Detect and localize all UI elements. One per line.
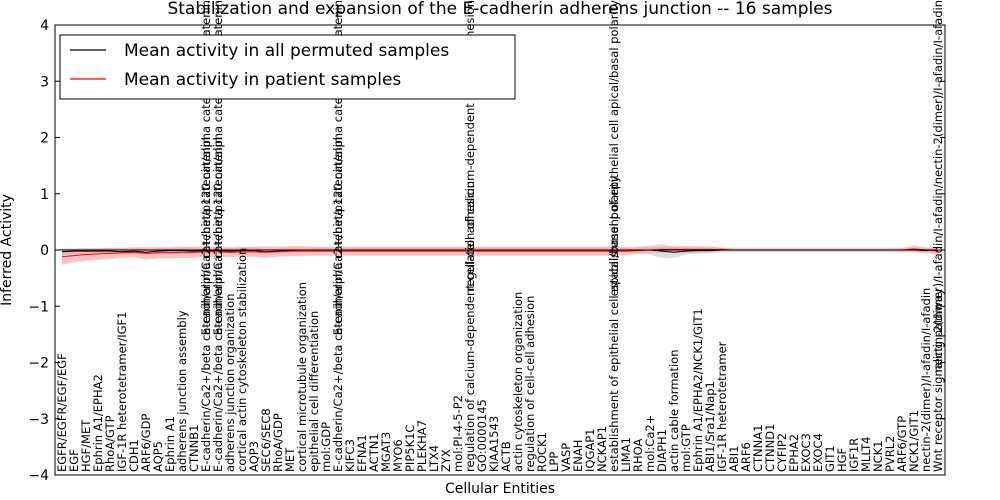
- x-tick-label: EFNA1: [355, 434, 369, 472]
- x-tick-label: ENAH: [571, 440, 585, 472]
- x-tick-label: EXOC4: [811, 433, 825, 472]
- y-tick-label: 2: [40, 131, 49, 147]
- x-tick-label: E-cadherin/Ca2+/beta catenin/alpha caten…: [331, 137, 345, 472]
- x-tick-label: Wnt receptor signaling pathway: [931, 288, 945, 472]
- x-tick-label: RhoA/GDP: [271, 413, 285, 472]
- x-tick-label: ACTB: [499, 441, 513, 472]
- x-tick-label: ROCK1: [535, 432, 549, 472]
- y-tick-label: −4: [28, 468, 49, 484]
- y-tick-label: −3: [28, 412, 49, 428]
- x-tick-label: mol:Ca2+: [643, 415, 657, 472]
- x-tick-label: RHOA: [631, 439, 645, 472]
- x-tick-label: establishment of epithelial cell apical/…: [607, 176, 621, 472]
- y-tick-label: 4: [40, 18, 49, 34]
- x-tick-label: actin cable formation: [667, 349, 681, 472]
- x-tick-label: RhoA/GTP: [103, 415, 117, 472]
- y-axis-label: Inferred Activity: [0, 194, 15, 306]
- x-tick-label: DIAPH1: [655, 429, 669, 472]
- x-tick-label: epithelial cell differentiation: [307, 311, 321, 472]
- x-tick-label: ABI1: [727, 446, 741, 472]
- x-tick-label: MYO6: [391, 439, 405, 472]
- x-tick-label: CDH1: [127, 439, 141, 472]
- x-tick-label: EPHA2: [787, 434, 801, 472]
- x-axis-label: Cellular Entities: [445, 481, 555, 497]
- x-tick-label: IGF1R: [847, 438, 861, 472]
- x-tick-label: actin cytoskeleton organization: [511, 292, 525, 472]
- x-tick-label: E-cadherin/Ca2+/beta catenin/alpha caten…: [211, 137, 225, 472]
- x-tick-label: ARF6/GTP: [895, 416, 909, 472]
- x-tick-label: PVRL2: [883, 435, 897, 472]
- x-tick-label: KIFC3: [343, 439, 357, 472]
- x-tick-label: adherens junction assembly: [175, 310, 189, 472]
- x-tick-label: EGF: [67, 449, 81, 472]
- x-tick-label: Ephrin A1/EPHA2/NCK1/GIT1: [691, 308, 705, 472]
- x-tick-label: regulation of calcium-dependent cell-cel…: [463, 181, 477, 472]
- x-tick-label: HGF: [835, 448, 849, 472]
- x-tick-label: VASP: [559, 443, 573, 472]
- legend-label-permuted: Mean activity in all permuted samples: [124, 41, 449, 61]
- x-tick-label: NCK1: [871, 441, 885, 473]
- x-tick-label: cortical microtubule organization: [295, 282, 309, 472]
- x-tick-label: IGF-1R heterotetramer/IGF1: [115, 312, 129, 472]
- x-tick-label: LIMA1: [619, 437, 633, 472]
- x-tick-label: mol:PI-4-5-P2: [451, 395, 465, 472]
- x-tick-label: AQP5: [151, 441, 165, 472]
- x-tick-label: nectin-2(dimer)/I-afadin/I-afadin: [919, 288, 933, 472]
- x-tick-label: CTNNA1: [751, 425, 765, 472]
- x-tick-label: CTNND1: [763, 424, 777, 472]
- y-tick-label: 1: [40, 187, 49, 203]
- x-tick-label: GO:0000145: [475, 399, 489, 472]
- x-tick-label: PIP5K1C: [403, 425, 417, 472]
- x-tick-label: LPP: [547, 452, 561, 472]
- x-tick-label: mol:GTP: [679, 424, 693, 472]
- x-tick-label: IQGAP1: [583, 429, 597, 472]
- x-tick-label: ZYX: [439, 449, 453, 472]
- legend-box: [59, 34, 516, 100]
- x-tick-label: HGF/MET: [79, 419, 93, 472]
- y-tick-label: −1: [28, 299, 49, 315]
- x-tick-label: cortical actin cytoskeleton stabilizatio…: [235, 248, 249, 472]
- x-tick-label-overflow: nectin-2(dimer)/I-afadin/I-afadin/nectin…: [931, 0, 945, 372]
- x-tick-label: KIAA1543: [487, 416, 501, 472]
- x-tick-label: ABI1/Sra1/Nap1: [703, 381, 717, 472]
- x-tick-label-overflow: establishment of epithelial cell apical/…: [607, 0, 621, 296]
- y-axis-ticks: 4 3 2 1 0 −1 −2 −3 −4: [28, 18, 945, 484]
- y-tick-label: 3: [40, 74, 49, 90]
- x-tick-label: CYFIP2: [775, 433, 789, 472]
- y-tick-label: −2: [28, 356, 49, 372]
- confidence-bands: [62, 244, 938, 265]
- x-tick-label: ARF6: [739, 442, 753, 472]
- x-tick-label: EXOC3: [799, 433, 813, 472]
- x-tick-label: AQP3: [247, 441, 261, 472]
- x-tick-label: EGFR/EGFR/EGF/EGF: [55, 353, 69, 472]
- x-tick-label: MGAT3: [379, 432, 393, 472]
- x-tick-label: regulation of cell-cell adhesion: [523, 296, 537, 472]
- x-tick-label: NCKAP1: [595, 426, 609, 472]
- x-tick-label: PLEKHA7: [415, 420, 429, 472]
- x-tick-label: GIT1: [823, 445, 837, 472]
- x-tick-label: Ephrin A1: [163, 416, 177, 472]
- x-tick-label: LTX4: [427, 445, 441, 472]
- x-tick-label: IGF-1R heterotetramer: [715, 341, 729, 472]
- x-tick-label: mol:GDP: [319, 422, 333, 472]
- legend: Mean activity in all permuted samples Me…: [59, 34, 516, 100]
- x-tick-label: NCK1/GIT1: [907, 410, 921, 472]
- x-tick-label: SEC6/SEC8: [259, 408, 273, 472]
- x-tick-label: E-cadherin/Ca2+/beta catenin/alpha caten…: [199, 137, 213, 472]
- x-tick-label: CTNNB1: [187, 425, 201, 472]
- plot-frame: [54, 24, 946, 476]
- chart-title: Stabilization and expansion of the E-cad…: [167, 0, 832, 19]
- x-tick-label: ARF6/GDP: [139, 414, 153, 472]
- legend-label-patient: Mean activity in patient samples: [124, 70, 401, 90]
- x-tick-label: ACTN1: [367, 433, 381, 472]
- x-tick-label: MET: [283, 447, 297, 472]
- x-tick-label: MLLT4: [859, 437, 873, 473]
- y-tick-label: 0: [40, 243, 49, 259]
- x-tick-label: adherens junction organization: [223, 294, 237, 472]
- x-tick-label: Ephrin A1/EPHA2: [91, 374, 105, 472]
